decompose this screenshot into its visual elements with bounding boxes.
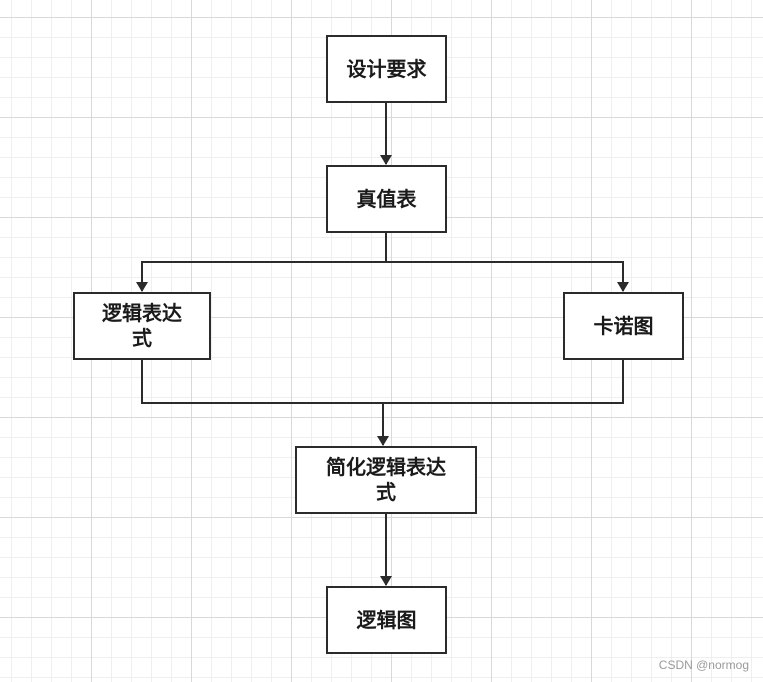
node-design-requirements: 设计要求 — [326, 35, 447, 103]
connector-expr-merge — [141, 360, 383, 404]
node-logic-expression-label: 逻辑表达式 — [102, 301, 182, 350]
node-simplified-expression: 简化逻辑表达式 — [295, 446, 477, 514]
connector-kmap-merge — [383, 360, 624, 404]
node-logic-expression: 逻辑表达式 — [73, 292, 211, 360]
node-karnaugh-map: 卡诺图 — [563, 292, 684, 360]
arrow-truth-to-expr — [136, 261, 386, 292]
node-karnaugh-map-label: 卡诺图 — [593, 313, 654, 338]
node-truth-table: 真值表 — [326, 165, 447, 233]
node-truth-table-label: 真值表 — [356, 186, 417, 211]
node-logic-diagram: 逻辑图 — [326, 586, 447, 654]
node-logic-diagram-label: 逻辑图 — [356, 607, 417, 632]
watermark: CSDN @normog — [658, 658, 749, 672]
node-design-requirements-label: 设计要求 — [346, 56, 427, 81]
node-simplified-expression-label: 简化逻辑表达式 — [326, 455, 446, 504]
arrow-truth-to-kmap — [386, 261, 629, 292]
